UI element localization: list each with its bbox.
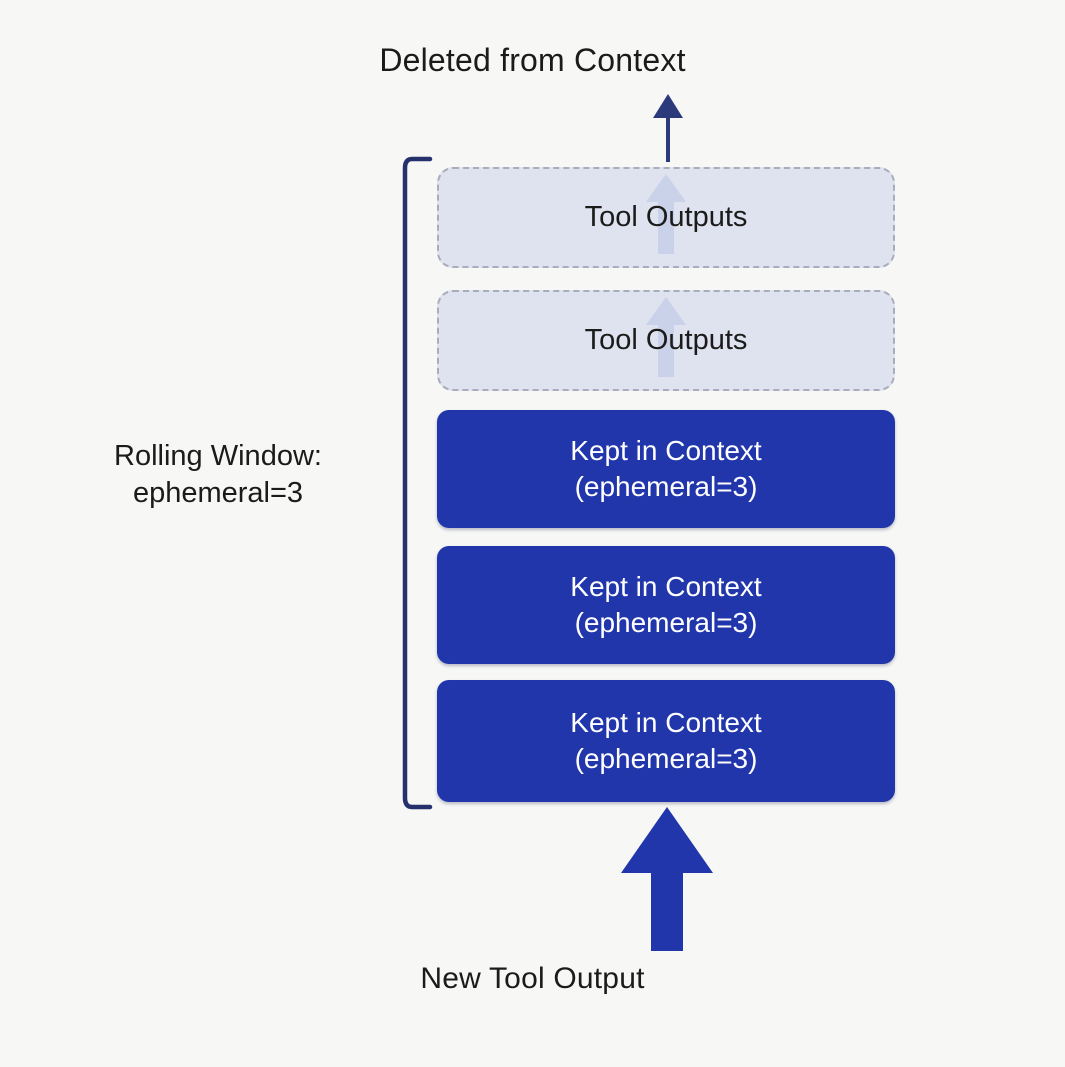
rolling-window-label-line2: ephemeral=3 [132,477,304,510]
kept-in-context-box-line1: Kept in Context [570,570,762,602]
deleted-arrow-icon [648,92,688,169]
deleted-from-context-label: Deleted from Context [379,42,686,78]
tool-outputs-box[interactable]: Tool Outputs [437,290,895,391]
rolling-window-bracket [400,156,434,810]
tool-outputs-box[interactable]: Tool Outputs [437,167,895,268]
kept-in-context-box-line1: Kept in Context [570,434,762,466]
kept-in-context-box[interactable]: Kept in Context (ephemeral=3) [437,546,895,664]
rolling-window-label: Rolling Window: ephemeral=3 [62,438,374,512]
kept-in-context-box-line2: (ephemeral=3) [574,743,758,774]
new-tool-output-label: New Tool Output [420,962,645,995]
kept-in-context-box-line1: Kept in Context [570,706,762,738]
kept-in-context-box-line2: (ephemeral=3) [574,471,758,502]
tool-outputs-box-label: Tool Outputs [584,324,748,356]
new-output-arrow-icon [617,805,717,958]
kept-in-context-box[interactable]: Kept in Context (ephemeral=3) [437,410,895,528]
kept-in-context-box-line2: (ephemeral=3) [574,607,758,638]
rolling-window-label-line1: Rolling Window: [114,440,322,472]
tool-outputs-box-label: Tool Outputs [584,201,748,233]
kept-in-context-box[interactable]: Kept in Context (ephemeral=3) [437,680,895,802]
